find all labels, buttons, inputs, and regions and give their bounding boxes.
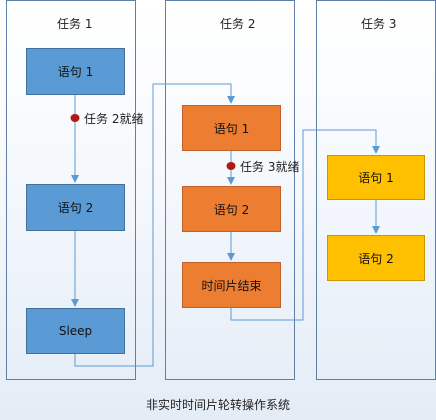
task2-statement-1: 语句 1 xyxy=(182,105,281,151)
diagram-caption: 非实时时间片轮转操作系统 xyxy=(145,398,290,412)
box-label: 时间片结束 xyxy=(201,278,262,293)
lane-title: 任务 2 xyxy=(220,17,256,31)
task2-ready-label: 任务 2就绪 xyxy=(84,112,144,126)
task2-ready-marker xyxy=(70,114,80,122)
task1-statement-2: 语句 2 xyxy=(26,184,125,231)
box-label: 语句 1 xyxy=(358,171,394,185)
box-label: 语句 1 xyxy=(213,121,250,136)
task2-time-slice-end: 时间片结束 xyxy=(182,262,281,308)
box-label: Sleep xyxy=(58,324,93,338)
task1-statement-1: 语句 1 xyxy=(26,48,125,95)
switch-to-task2-arrow xyxy=(74,83,235,367)
box-label: 语句 2 xyxy=(57,201,94,215)
task2-statement-2: 语句 2 xyxy=(182,186,281,232)
task1-sleep: Sleep xyxy=(26,308,125,354)
lane-title: 任务 3 xyxy=(361,17,397,31)
box-label: 语句 2 xyxy=(213,202,250,217)
switch-to-task3-arrow xyxy=(230,129,380,321)
task3-statement-1: 语句 1 xyxy=(327,155,425,200)
task3-statement-2: 语句 2 xyxy=(327,235,425,281)
task3-ready-marker xyxy=(226,162,236,170)
box-label: 语句 1 xyxy=(57,65,94,79)
lane-title: 任务 1 xyxy=(57,17,93,31)
task3-ready-label: 任务 3就绪 xyxy=(240,160,300,174)
box-label: 语句 2 xyxy=(358,251,394,266)
